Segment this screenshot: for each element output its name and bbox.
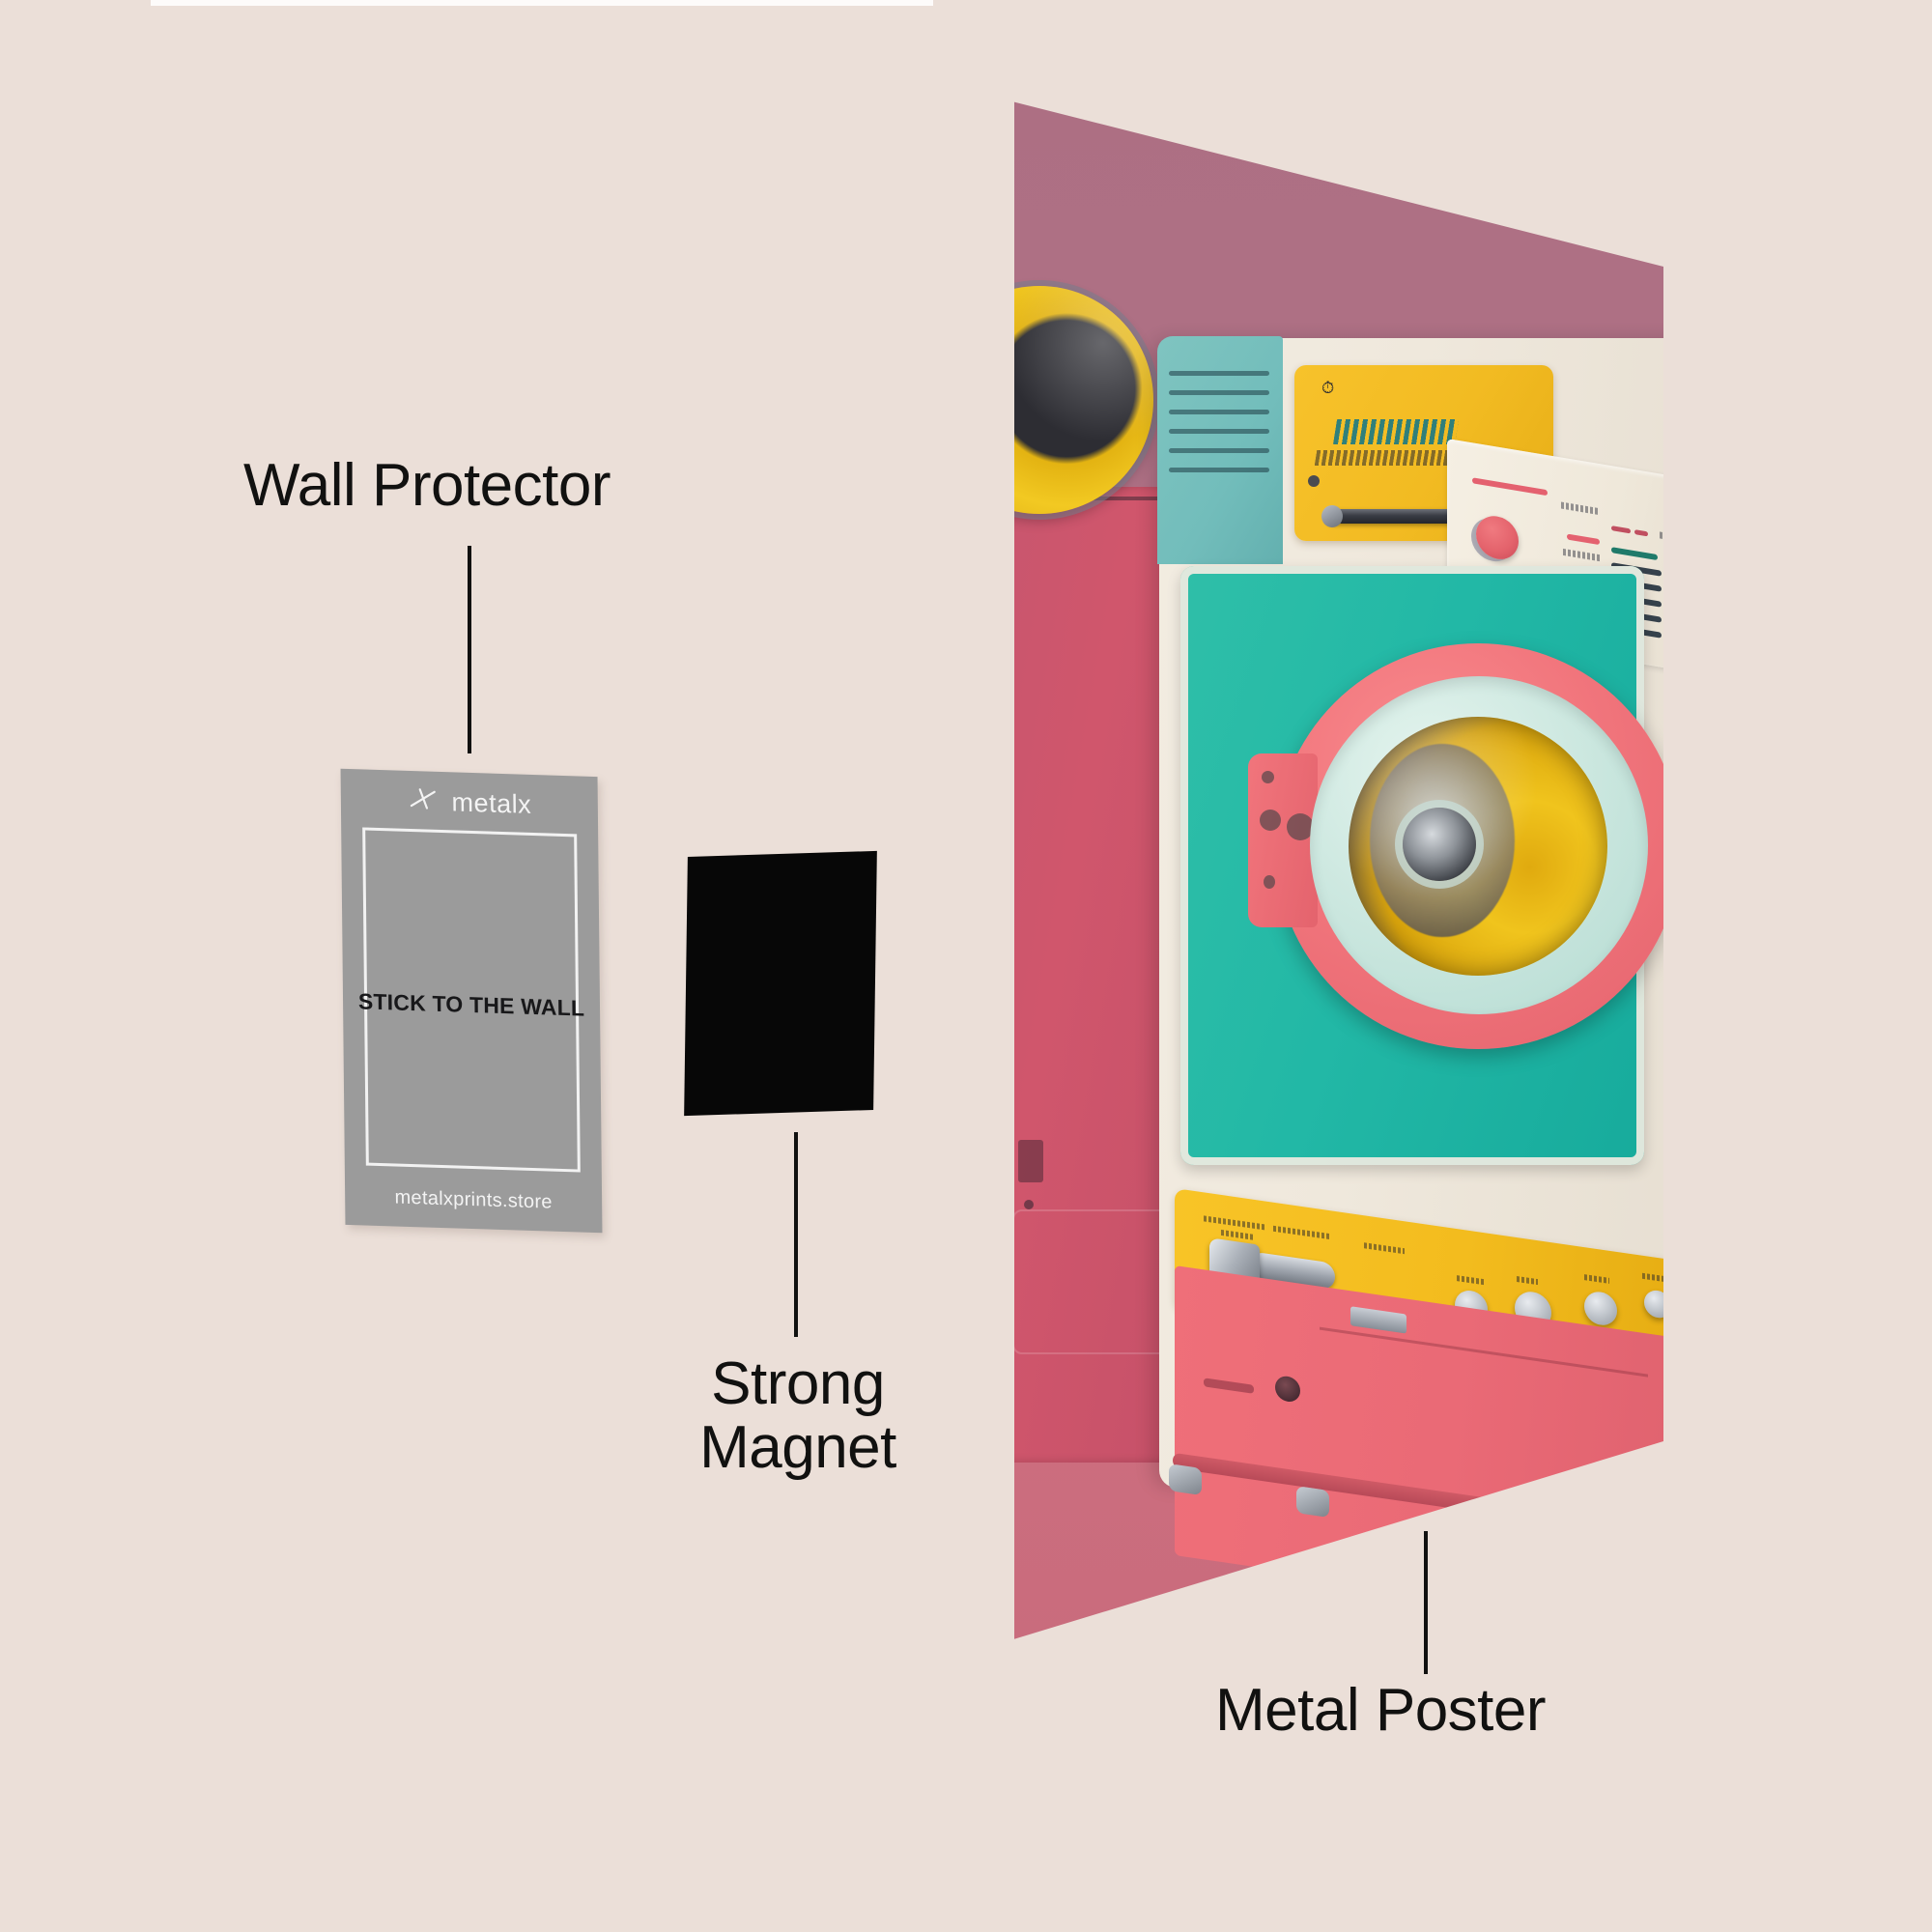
cp-indicator-bar	[1472, 477, 1548, 497]
machine-left-indicator-light	[1024, 1200, 1034, 1209]
callout-label-metal-poster: Metal Poster	[1215, 1677, 1547, 1744]
machine-left-top-seam	[1014, 497, 1219, 500]
lp-label-text	[1457, 1275, 1484, 1286]
leader-line-strong-magnet	[794, 1132, 798, 1337]
machine-brand-logotype	[1332, 419, 1460, 444]
hinge-bolt	[1260, 810, 1281, 831]
lp-label-text	[1364, 1242, 1405, 1255]
machine-caster	[1296, 1486, 1329, 1519]
hinge-latch	[1287, 813, 1314, 840]
lp-label-text	[1517, 1276, 1538, 1286]
callout-label-strong-magnet-line1: Strong	[711, 1350, 885, 1417]
machine-badge	[1350, 1306, 1406, 1334]
cp-label-text	[1660, 531, 1663, 545]
washer-drum-hub	[1403, 808, 1476, 881]
callout-label-wall-protector: Wall Protector	[243, 452, 611, 519]
lp-label-text	[1221, 1229, 1254, 1240]
vent-slat	[1169, 390, 1269, 395]
cp-label-text	[1563, 548, 1602, 562]
top-door-screw	[1308, 475, 1320, 487]
wall-protector-brand-name: metalx	[451, 787, 532, 819]
top-door-handle-cap-left	[1321, 505, 1343, 527]
poster-art-canvas: ⏱	[1014, 101, 1663, 1639]
washer-door-hinge	[1248, 753, 1318, 927]
strong-magnet-square[interactable]	[684, 850, 877, 1117]
machine-filter-slot	[1204, 1378, 1254, 1394]
lower-panel-knob	[1644, 1289, 1663, 1321]
wall-protector-logo-row: metalx	[341, 784, 598, 822]
machine-drain-port	[1275, 1374, 1300, 1404]
cp-indicator-bar	[1567, 533, 1600, 546]
vent-slat	[1169, 448, 1269, 453]
metal-poster-artwork[interactable]: ⏱	[1014, 101, 1663, 1639]
top-door-dial-icon: ⏱	[1321, 379, 1335, 397]
top-white-sliver	[151, 0, 933, 6]
lp-label-text	[1204, 1215, 1265, 1231]
vent-slat	[1169, 468, 1269, 472]
control-panel-red-knob	[1476, 512, 1519, 563]
machine-foot-rail	[1173, 1452, 1492, 1515]
wall-protector-card[interactable]: metalx STICK TO THE WALL metalxprints.st…	[340, 768, 603, 1234]
vent-slat	[1169, 371, 1269, 376]
lp-label-text	[1273, 1225, 1329, 1240]
vent-slat	[1169, 410, 1269, 414]
cp-tick	[1634, 529, 1648, 537]
cp-tick	[1611, 526, 1631, 534]
hinge-bolt	[1264, 875, 1275, 889]
lp-label-text	[1642, 1272, 1663, 1284]
lp-label-text	[1584, 1274, 1609, 1284]
machine-teal-shoulder	[1157, 336, 1283, 564]
leader-line-metal-poster	[1424, 1531, 1428, 1674]
leader-line-wall-protector	[468, 546, 471, 753]
lower-panel-knob	[1584, 1290, 1617, 1327]
cp-label-text	[1561, 501, 1598, 515]
callout-label-strong-magnet: Strong Magnet	[672, 1352, 923, 1479]
metalx-cross-mark-icon	[407, 786, 440, 817]
cp-indicator-bar	[1611, 547, 1658, 561]
wall-protector-url-text: metalxprints.store	[394, 1186, 553, 1213]
callout-label-strong-magnet-line2: Magnet	[699, 1413, 896, 1481]
lower-body-seam	[1320, 1326, 1648, 1378]
washing-machine-main-body: ⏱	[1157, 336, 1663, 1634]
machine-caster	[1169, 1463, 1202, 1496]
hinge-bolt	[1262, 771, 1274, 783]
machine-left-vent	[1018, 1140, 1043, 1182]
vent-slat	[1169, 429, 1269, 434]
